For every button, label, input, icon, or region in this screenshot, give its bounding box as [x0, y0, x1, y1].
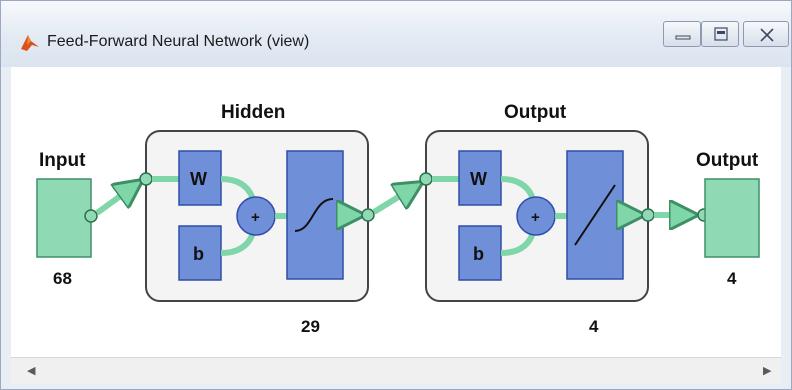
hidden-bias-block[interactable] [178, 225, 222, 281]
minimize-button[interactable] [663, 21, 701, 47]
hidden-weight-label: W [190, 169, 207, 189]
close-button[interactable] [743, 21, 789, 47]
connection-input-hidden [95, 181, 141, 216]
scroll-right-icon[interactable]: ▶ [763, 365, 772, 377]
input-size: 68 [53, 269, 72, 288]
minimize-icon [675, 35, 691, 40]
window-title: Feed-Forward Neural Network (view) [47, 33, 310, 50]
sigmoid-icon [294, 198, 334, 232]
close-icon [760, 28, 774, 42]
hidden-layer-label: Hidden [221, 102, 285, 123]
hidden-output-port [361, 208, 375, 222]
window-edge [781, 67, 791, 367]
output-bias-label: b [473, 244, 484, 264]
output-block[interactable] [704, 178, 760, 258]
input-block[interactable] [36, 178, 92, 258]
output-label: Output [696, 150, 759, 171]
output-weight-block[interactable] [458, 150, 502, 206]
hidden-bias-label: b [193, 244, 204, 264]
hidden-sum-symbol: + [251, 209, 260, 226]
output-layer-output-port [641, 208, 655, 222]
input-label: Input [39, 150, 86, 171]
output-bias-wire [500, 231, 536, 256]
hidden-weight-wire [220, 176, 256, 201]
output-weight-wire [500, 176, 536, 201]
title-bar[interactable]: Feed-Forward Neural Network (view) [1, 1, 791, 67]
hidden-bias-wire [220, 231, 256, 256]
output-layer-input-port [419, 172, 433, 186]
output-layer-label: Output [504, 102, 567, 123]
output-sum-symbol: + [531, 209, 540, 226]
hidden-layer-size: 29 [301, 317, 320, 336]
hidden-input-port [139, 172, 153, 186]
restore-icon [714, 27, 728, 41]
hidden-weight-block[interactable] [178, 150, 222, 206]
connection-hidden-output [372, 183, 421, 215]
horizontal-scrollbar[interactable]: ◀ ▶ [11, 357, 781, 384]
matlab-logo-icon [21, 35, 39, 51]
hidden-transfer-block[interactable] [286, 150, 344, 280]
output-weight-label: W [470, 169, 487, 189]
output-size: 4 [727, 269, 737, 288]
scroll-left-icon[interactable]: ◀ [27, 365, 36, 377]
restore-button[interactable] [701, 21, 739, 47]
input-port [84, 209, 98, 223]
linear-icon [574, 184, 616, 246]
output-layer-size: 4 [589, 317, 599, 336]
